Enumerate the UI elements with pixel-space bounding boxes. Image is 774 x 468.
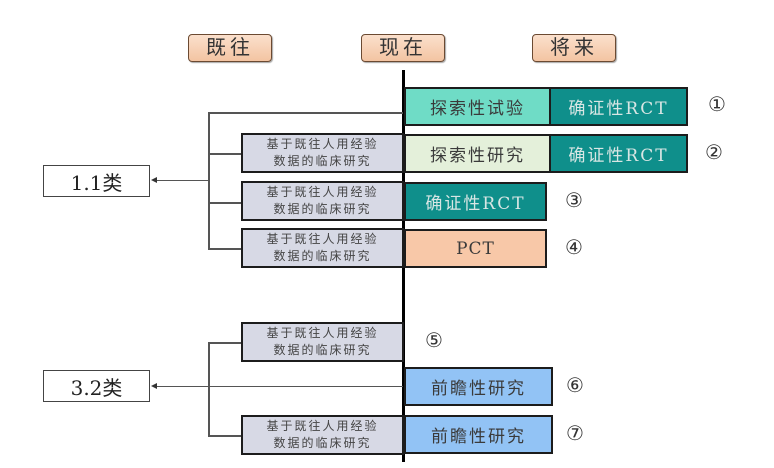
row7-prospective-study: 前瞻性研究 — [404, 415, 553, 454]
row2-number: ② — [705, 140, 723, 164]
row4-number: ④ — [565, 235, 583, 259]
bracket-1-1-connector-row3 — [208, 202, 242, 204]
row1-exploratory-trial: 探索性试验 — [404, 87, 551, 126]
row4-pct: PCT — [404, 229, 547, 268]
row5-number: ⑤ — [425, 328, 443, 352]
header-past: 既往 — [188, 34, 272, 62]
prior-data-line1: 基于既往人用经验 — [266, 185, 379, 199]
row6-prospective-study: 前瞻性研究 — [404, 367, 553, 406]
row3-number: ③ — [565, 188, 583, 212]
row7-prior-data-study: 基于既往人用经验 数据的临床研究 — [241, 415, 404, 455]
prior-data-line2: 数据的临床研究 — [273, 436, 372, 450]
arrow-1-1-shaft — [156, 180, 208, 181]
row3-confirmatory-rct: 确证性RCT — [404, 182, 547, 221]
prior-data-line1: 基于既往人用经验 — [266, 326, 379, 340]
row2-prior-data-study: 基于既往人用经验 数据的临床研究 — [241, 133, 404, 173]
bracket-3-2-vertical — [208, 342, 210, 436]
bracket-1-1-vertical — [208, 112, 210, 249]
prior-data-line2: 数据的临床研究 — [273, 249, 372, 263]
bracket-1-1-connector-row4 — [208, 248, 242, 250]
row1-confirmatory-rct: 确证性RCT — [549, 87, 688, 126]
category-1-1: 1.1类 — [43, 165, 150, 197]
arrow-3-2-head-icon — [151, 383, 157, 389]
bracket-3-2-connector-row7 — [208, 435, 242, 437]
row7-number: ⑦ — [566, 421, 584, 445]
row2-confirmatory-rct: 确证性RCT — [549, 134, 688, 173]
arrow-3-2-shaft — [156, 386, 403, 387]
arrow-1-1-head-icon — [151, 177, 157, 183]
header-present: 现在 — [361, 34, 445, 62]
bracket-1-1-connector-row1 — [208, 112, 403, 114]
prior-data-line1: 基于既往人用经验 — [266, 232, 379, 246]
bracket-1-1-connector-row2 — [208, 153, 242, 155]
row1-number: ① — [708, 92, 726, 116]
prior-data-line2: 数据的临床研究 — [273, 343, 372, 357]
prior-data-line2: 数据的临床研究 — [273, 202, 372, 216]
row3-prior-data-study: 基于既往人用经验 数据的临床研究 — [241, 181, 404, 221]
header-future: 将来 — [532, 34, 616, 62]
row5-prior-data-study: 基于既往人用经验 数据的临床研究 — [241, 322, 404, 362]
prior-data-line2: 数据的临床研究 — [273, 154, 372, 168]
prior-data-line1: 基于既往人用经验 — [266, 419, 379, 433]
bracket-3-2-connector-row5 — [208, 342, 242, 344]
row6-number: ⑥ — [566, 373, 584, 397]
row2-exploratory-study: 探索性研究 — [404, 134, 551, 173]
category-3-2: 3.2类 — [43, 370, 150, 402]
prior-data-line1: 基于既往人用经验 — [266, 137, 379, 151]
row4-prior-data-study: 基于既往人用经验 数据的临床研究 — [241, 228, 404, 268]
